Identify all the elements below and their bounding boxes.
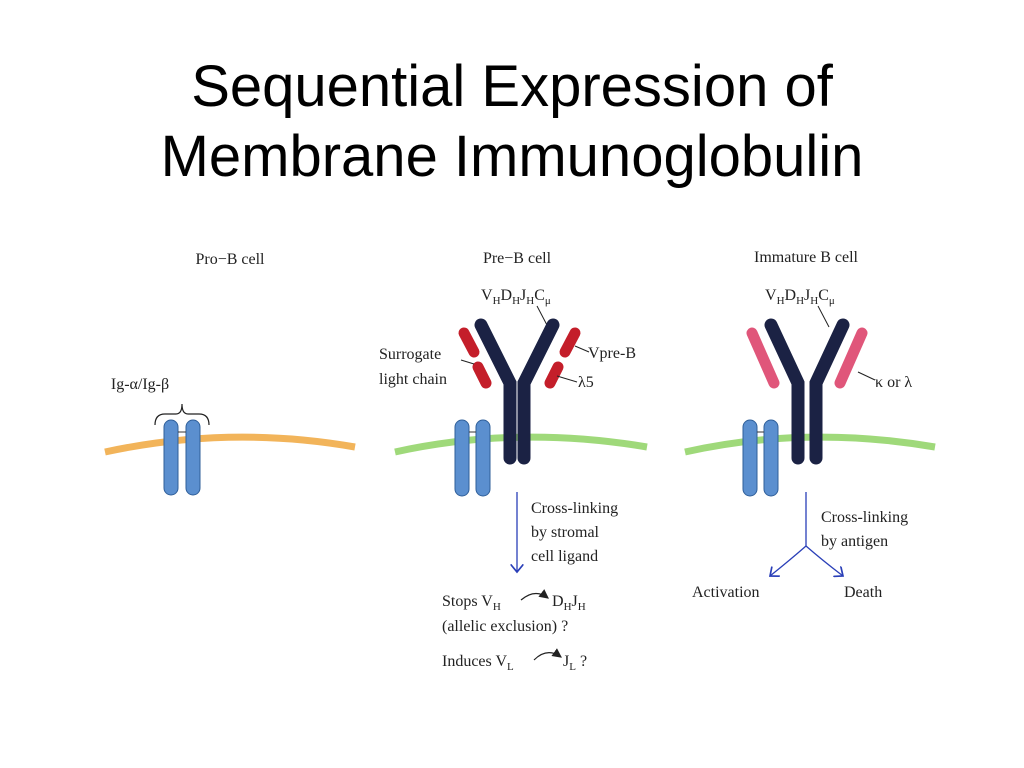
immature-light-chains <box>746 327 868 389</box>
pre-b-cross-line1: Cross-linking <box>531 500 618 517</box>
immature-branch-arrow <box>770 492 843 576</box>
surrogate-label-line2: light chain <box>379 371 447 388</box>
immature-ig-alpha-beta <box>742 419 779 497</box>
pro-b-membrane <box>104 433 356 456</box>
pre-b-panel: Pre−B cell VHDHJHCμ Surrogate light chai… <box>379 250 648 673</box>
ig-alpha-beta-heterodimer <box>163 419 201 496</box>
ig-alpha-beta-label: Ig-α/Ig-β <box>111 376 169 393</box>
immature-cross-line1: Cross-linking <box>821 509 908 526</box>
pre-b-heading: Pre−B cell <box>483 250 552 267</box>
activation-label: Activation <box>692 584 760 601</box>
pre-b-heavy-chains <box>474 318 560 465</box>
title-line-1: Sequential Expression of <box>191 54 833 119</box>
induces-arc-arrow <box>533 648 562 661</box>
induces-jl-label: JL ? <box>563 653 587 673</box>
pre-b-cross-line3: cell ligand <box>531 548 598 565</box>
ig-brace <box>154 403 210 426</box>
pre-b-cross-line2: by stromal <box>531 524 600 541</box>
immature-b-heading: Immature B cell <box>754 249 859 266</box>
pre-b-ig-alpha-beta <box>454 419 491 497</box>
allelic-exclusion-label: (allelic exclusion) ? <box>442 618 568 635</box>
stops-vh-label: Stops VH <box>442 593 501 613</box>
kappa-lambda-label: κ or λ <box>875 374 912 391</box>
immature-b-panel: Immature B cell VHDHJHCμ κ or λ Cross- <box>684 249 936 601</box>
stops-arc-arrow <box>520 589 549 601</box>
pre-b-heavy-chain-label: VHDHJHCμ <box>481 287 551 307</box>
immature-membrane <box>684 433 936 456</box>
immature-heavy-chain-label: VHDHJHCμ <box>765 287 835 307</box>
stops-dhjh-label: DHJH <box>552 593 586 613</box>
pro-b-heading: Pro−B cell <box>195 251 265 268</box>
surrogate-light-chain <box>458 327 581 389</box>
induces-vl-label: Induces VL <box>442 653 514 673</box>
pro-b-panel: Pro−B cell Ig-α/Ig-β <box>104 251 356 496</box>
lambda5-label: λ5 <box>578 374 594 391</box>
immature-heavy-chains <box>764 318 850 465</box>
immature-cross-line2: by antigen <box>821 533 888 550</box>
death-label: Death <box>844 584 882 601</box>
page-title: Sequential Expression of Membrane Immuno… <box>0 52 1024 192</box>
vpre-b-label: Vpre-B <box>588 345 636 362</box>
surrogate-label-line1: Surrogate <box>379 346 441 363</box>
title-line-2: Membrane Immunoglobulin <box>160 124 864 189</box>
